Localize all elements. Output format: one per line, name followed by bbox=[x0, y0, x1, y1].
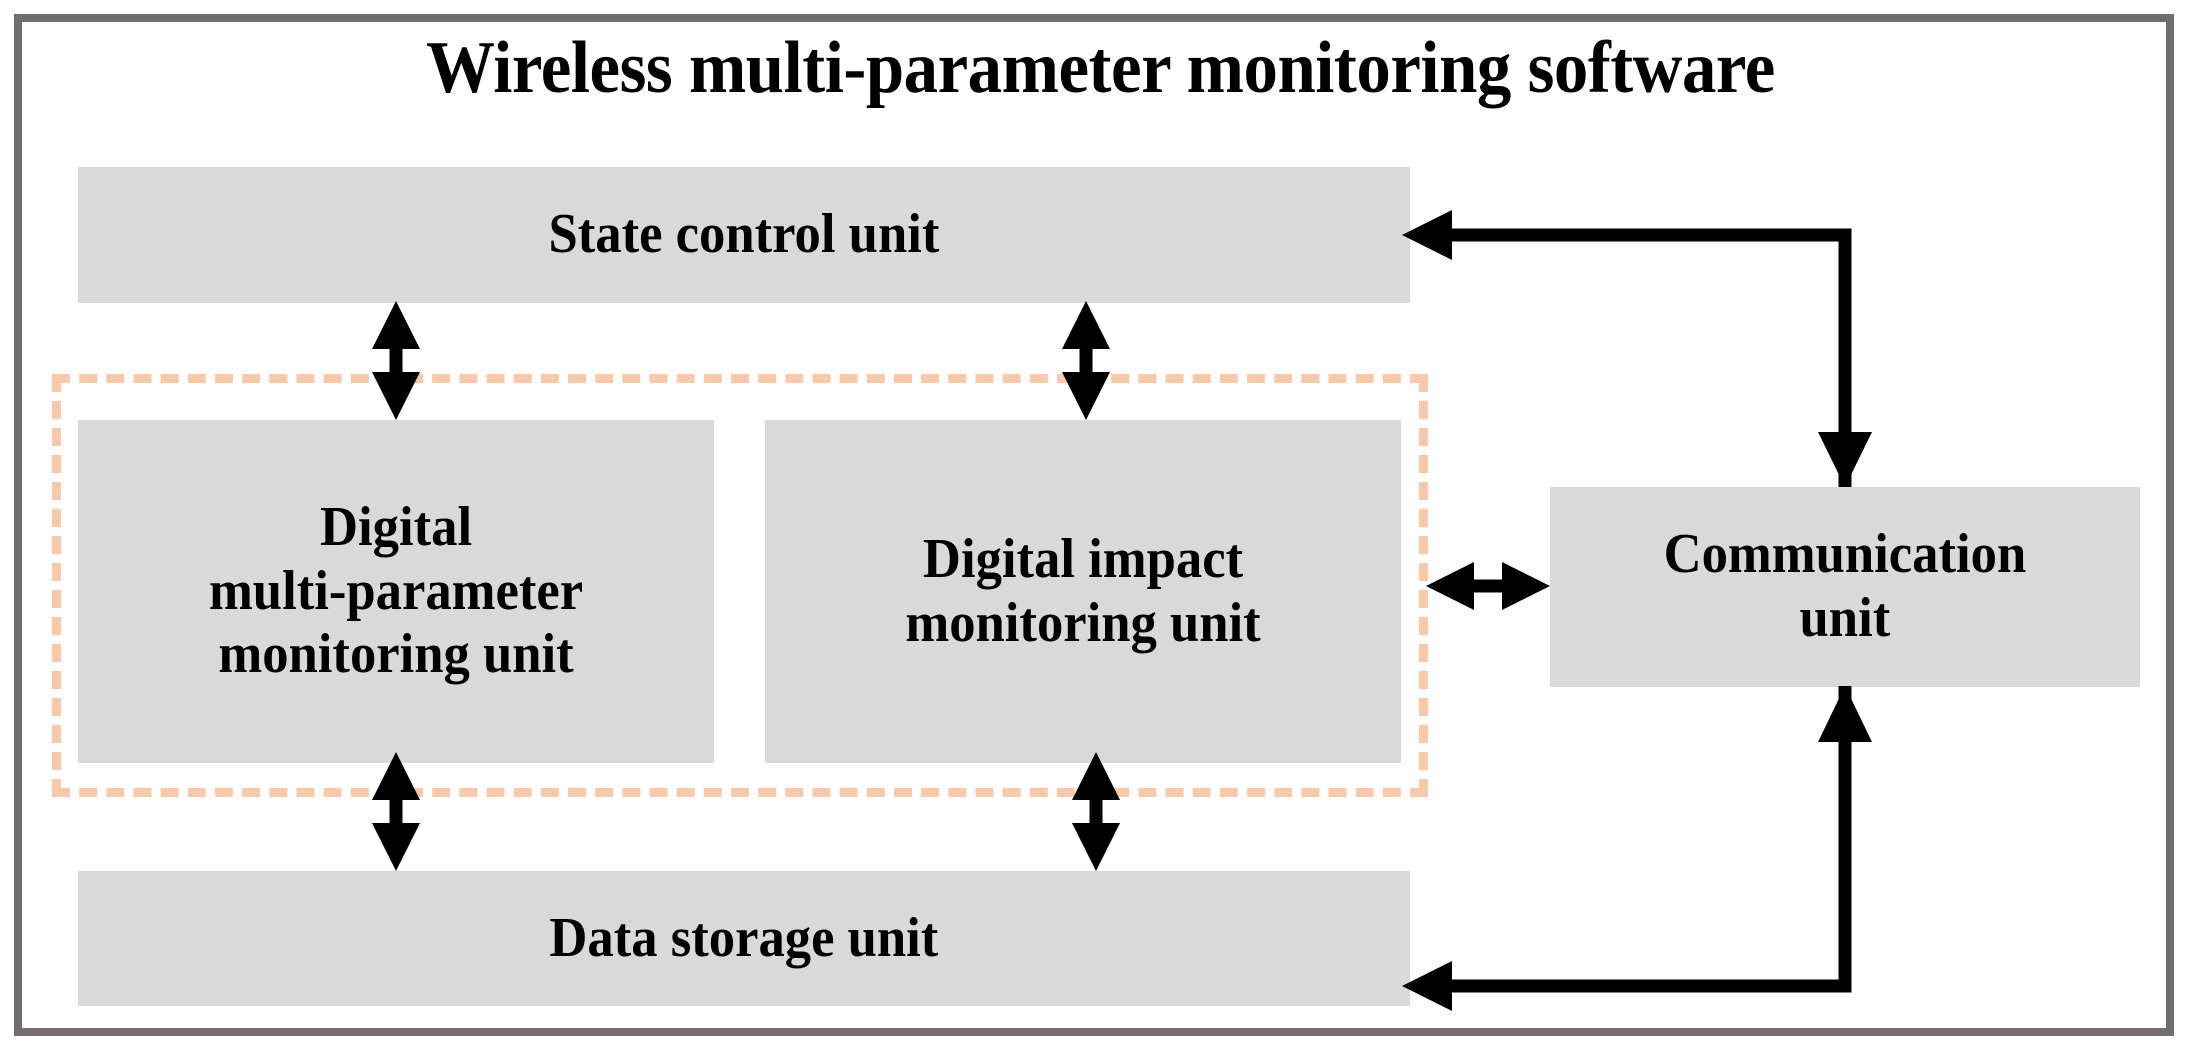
node-digital-impact-monitoring-unit[interactable]: Digital impact monitoring unit bbox=[765, 420, 1401, 763]
node-digital-multi-parameter-monitoring-unit[interactable]: Digital multi-parameter monitoring unit bbox=[78, 420, 714, 763]
node-data-storage-unit-label: Data storage unit bbox=[549, 906, 939, 969]
diagram-title: Wireless multi-parameter monitoring soft… bbox=[426, 27, 1775, 109]
node-data-storage-unit[interactable]: Data storage unit bbox=[78, 871, 1410, 1006]
node-state-control-unit-label: State control unit bbox=[548, 203, 940, 266]
node-communication-unit[interactable]: Communication unit bbox=[1550, 487, 2140, 687]
node-state-control-unit[interactable]: State control unit bbox=[78, 167, 1410, 303]
node-communication-unit-label: Communication unit bbox=[1663, 523, 2027, 649]
node-digital-multi-parameter-monitoring-unit-label: Digital multi-parameter monitoring unit bbox=[208, 495, 584, 686]
node-digital-impact-monitoring-unit-label: Digital impact monitoring unit bbox=[905, 527, 1261, 654]
